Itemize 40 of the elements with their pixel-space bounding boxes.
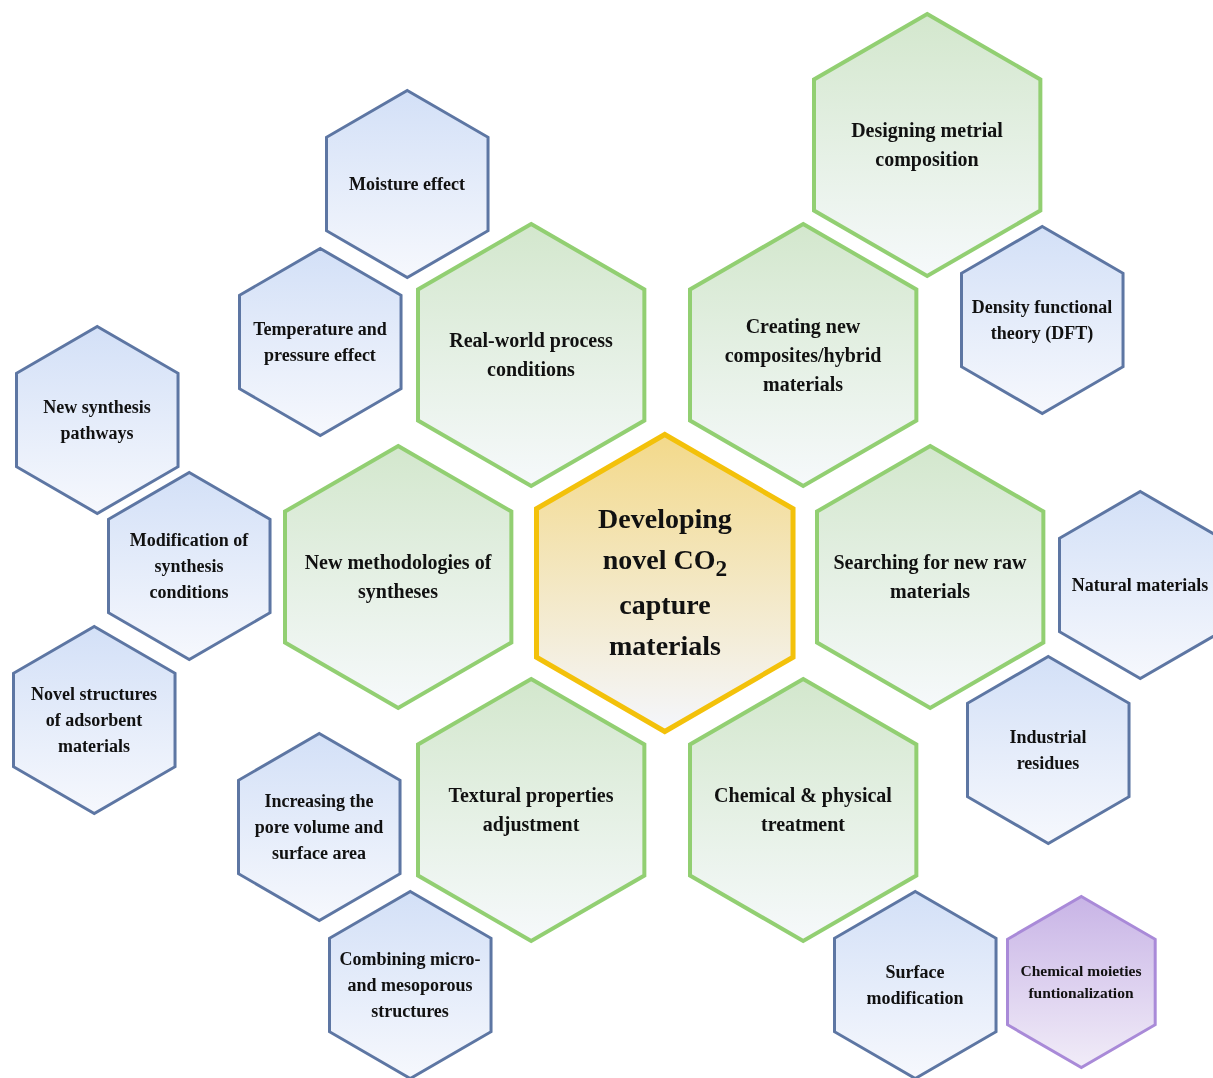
hexagon-tile <box>282 444 514 710</box>
tile-label: Modification of synthesis conditions <box>128 528 250 605</box>
hexagon-tile <box>415 222 647 488</box>
tile-label: Developing novel CO$_{2}$ capture materials <box>597 502 733 663</box>
tile-label: Moisture effect <box>347 172 467 196</box>
hexagon-tile <box>959 225 1125 415</box>
tile-label: Natural materials <box>1070 573 1210 597</box>
hexagon-tile <box>832 890 998 1078</box>
hexagon-tile <box>237 247 403 437</box>
hexagon-tile <box>236 732 402 922</box>
tile-label: Designing metrial composition <box>850 118 1004 173</box>
tile-label: Textural properties adjustment <box>447 783 615 838</box>
tile-label: Temperature and pressure effect <box>252 317 388 367</box>
tile-label: New methodologies of syntheses <box>303 550 493 605</box>
hexagon-tile <box>106 471 272 661</box>
hexagon-tile <box>14 325 180 515</box>
hexagon-tile <box>814 444 1046 710</box>
tile-label: Surface modification <box>865 960 965 1010</box>
tile-label: Novel structures of adsorbent materials <box>29 682 159 759</box>
tile-label: Combining micro- and mesoporous structures <box>339 947 481 1024</box>
hexagon-tile <box>324 89 490 279</box>
tile-label: Density functional theory (DFT) <box>971 295 1113 345</box>
tile-label: Searching for new raw materials <box>832 550 1028 604</box>
tile-label: New synthesis pathways <box>42 395 152 445</box>
tile-label: Creating new composites/hybrid materials <box>723 313 883 397</box>
tile-label: Chemical moieties funtionalization <box>1019 960 1143 1003</box>
tile-label: Increasing the pore volume and surface area <box>253 789 385 866</box>
tile-label: Industrial residues <box>1008 725 1088 775</box>
hexagon-tile <box>534 432 796 734</box>
tile-label: Real-world process conditions <box>448 328 614 382</box>
tile-label: Chemical & physical treatment <box>713 783 893 837</box>
hexagon-tile <box>1057 490 1213 680</box>
hexagon-tile <box>11 625 177 815</box>
hexagon-tile <box>687 677 919 943</box>
hexagon-tile <box>1005 895 1157 1069</box>
hexagon-tile <box>327 890 493 1078</box>
hexagon-tile <box>687 222 919 488</box>
hexagon-tile <box>415 677 647 943</box>
hexagon-tile <box>965 655 1131 845</box>
hexagon-tile <box>811 12 1043 278</box>
